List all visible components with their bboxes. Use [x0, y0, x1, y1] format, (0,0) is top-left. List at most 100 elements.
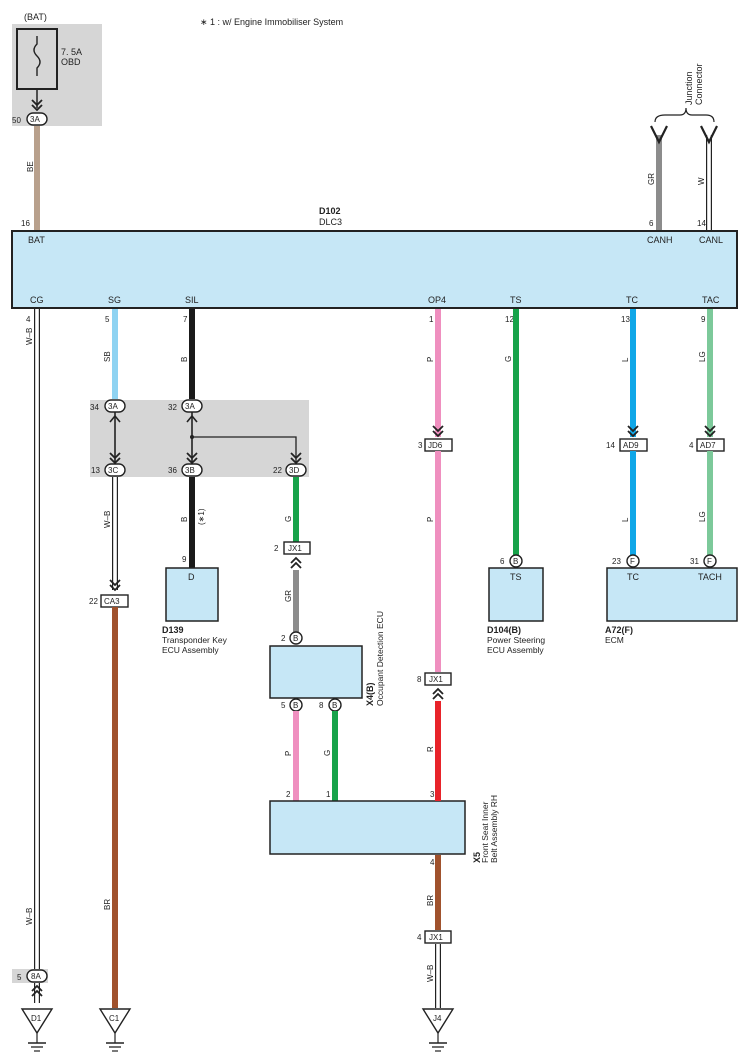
- dlc3-pin-sil: 7: [183, 315, 188, 324]
- connector-jb-36-3b: 36 3B: [168, 463, 203, 477]
- svg-text:34: 34: [90, 403, 99, 412]
- chevron-down-icon: [700, 125, 718, 145]
- a72-connector-tc: 23 F: [612, 554, 640, 568]
- d104-name-1: Power Steering: [487, 635, 545, 645]
- svg-text:3A: 3A: [108, 402, 118, 411]
- ground-c1: C1: [98, 1008, 132, 1052]
- connector-3a-bat: 50 3A: [12, 112, 48, 126]
- wire-label-tac: LG: [698, 351, 707, 362]
- connector-ca3: 22 CA3: [89, 594, 129, 608]
- svg-text:31: 31: [690, 557, 699, 566]
- svg-text:2: 2: [274, 544, 279, 553]
- a72-term-tc: TC: [627, 572, 639, 582]
- x5-pin-4: 4: [430, 858, 435, 867]
- d139-pin: 9: [182, 555, 187, 564]
- svg-text:50: 50: [12, 116, 21, 125]
- ground-d1: D1: [20, 1008, 54, 1052]
- wire-label-ts: G: [504, 356, 513, 362]
- dlc3-pin-canl: 14: [697, 219, 706, 228]
- connector-jx1-c: 4 JX1: [417, 930, 452, 944]
- fuse-icon: [33, 36, 41, 76]
- dlc3-pin-canh: 6: [649, 219, 654, 228]
- wire-label-tac-lower: LG: [698, 511, 707, 522]
- svg-text:3D: 3D: [289, 466, 299, 475]
- dlc3-pin-tc: 13: [621, 315, 630, 324]
- d139-terminal: D: [188, 572, 195, 582]
- wire-label-x4-p: P: [284, 751, 293, 756]
- x5-box: [269, 800, 466, 855]
- wire-label-canh: GR: [647, 173, 656, 185]
- x4-box: [269, 645, 363, 699]
- svg-text:5: 5: [17, 973, 22, 982]
- svg-text:B: B: [513, 557, 518, 566]
- d104-box: [488, 567, 544, 622]
- dlc3-pin-tac: 9: [701, 315, 706, 324]
- svg-text:AD9: AD9: [623, 441, 639, 450]
- fuse-name: OBD: [61, 57, 81, 67]
- svg-text:CA3: CA3: [104, 597, 120, 606]
- wire-label-op4-lower: P: [426, 517, 435, 522]
- junction-block-background: [90, 400, 309, 477]
- svg-text:D1: D1: [31, 1014, 42, 1023]
- connector-jx1-a: 2 JX1: [274, 541, 311, 555]
- dlc3-box: [11, 230, 738, 309]
- svg-text:32: 32: [168, 403, 177, 412]
- x4-name: Occupant Detection ECU: [375, 611, 385, 706]
- dlc3-code: D102: [319, 206, 341, 216]
- connector-jd6: 3 JD6: [418, 438, 453, 452]
- dlc3-term-bat: BAT: [28, 235, 45, 245]
- fuse-amp: 7. 5A: [61, 47, 82, 57]
- wire-label-wb-j4: W–B: [426, 965, 435, 982]
- svg-text:F: F: [707, 557, 712, 566]
- svg-text:3A: 3A: [185, 402, 195, 411]
- junction-label-1: Junction: [684, 71, 694, 105]
- chevron-up-icon: [290, 557, 302, 569]
- svg-text:3: 3: [418, 441, 423, 450]
- wire-label-br: BR: [103, 899, 112, 910]
- chevron-up-icon: [186, 414, 198, 423]
- dlc3-term-canl: CANL: [699, 235, 723, 245]
- legend-note: ∗ 1 : w/ Engine Immobiliser System: [200, 17, 343, 27]
- dlc3-term-ts: TS: [510, 295, 522, 305]
- wire-label-wb13: W–B: [103, 511, 112, 528]
- chevron-up-icon: [432, 688, 444, 700]
- wire-label-sil-lower: B: [180, 517, 189, 522]
- battery-source-label: (BAT): [24, 12, 47, 22]
- svg-text:4: 4: [417, 933, 422, 942]
- svg-text:22: 22: [89, 597, 98, 606]
- svg-text:6: 6: [500, 557, 505, 566]
- x4-code: X4(B): [365, 682, 375, 706]
- svg-text:22: 22: [273, 466, 282, 475]
- svg-text:JD6: JD6: [428, 441, 443, 450]
- wire-label-sil: B: [180, 357, 189, 362]
- x4-connector-5: 5 B: [281, 698, 303, 712]
- svg-text:C1: C1: [109, 1014, 120, 1023]
- svg-text:8: 8: [319, 701, 324, 710]
- x5-name-1: Front Seat Inner: [480, 801, 490, 863]
- dlc3-pin-op4: 1: [429, 315, 434, 324]
- connector-ad7: 4 AD7: [689, 438, 725, 452]
- dlc3-pin-sg: 5: [105, 315, 110, 324]
- dlc3-term-sil: SIL: [185, 295, 199, 305]
- svg-text:3C: 3C: [108, 466, 118, 475]
- dlc3-term-sg: SG: [108, 295, 121, 305]
- svg-text:3B: 3B: [185, 466, 195, 475]
- dlc3-term-op4: OP4: [428, 295, 446, 305]
- dlc3-name: DLC3: [319, 217, 342, 227]
- wire-label-cg-lower: W–B: [25, 908, 34, 925]
- ground-j4: J4: [421, 1008, 455, 1052]
- svg-text:4: 4: [689, 441, 694, 450]
- svg-text:3A: 3A: [30, 115, 40, 124]
- x5-pin-1: 1: [326, 790, 331, 799]
- dlc3-pin-cg: 4: [26, 315, 31, 324]
- d104-connector: 6 B: [500, 554, 523, 568]
- dlc3-pin-ts: 12: [505, 315, 514, 324]
- svg-text:JX1: JX1: [288, 544, 302, 553]
- a72-code: A72(F): [605, 625, 633, 635]
- a72-connector-tach: 31 F: [690, 554, 717, 568]
- dlc3-term-tac: TAC: [702, 295, 720, 305]
- svg-text:36: 36: [168, 466, 177, 475]
- svg-text:8A: 8A: [31, 972, 41, 981]
- junction-brace: [654, 107, 715, 123]
